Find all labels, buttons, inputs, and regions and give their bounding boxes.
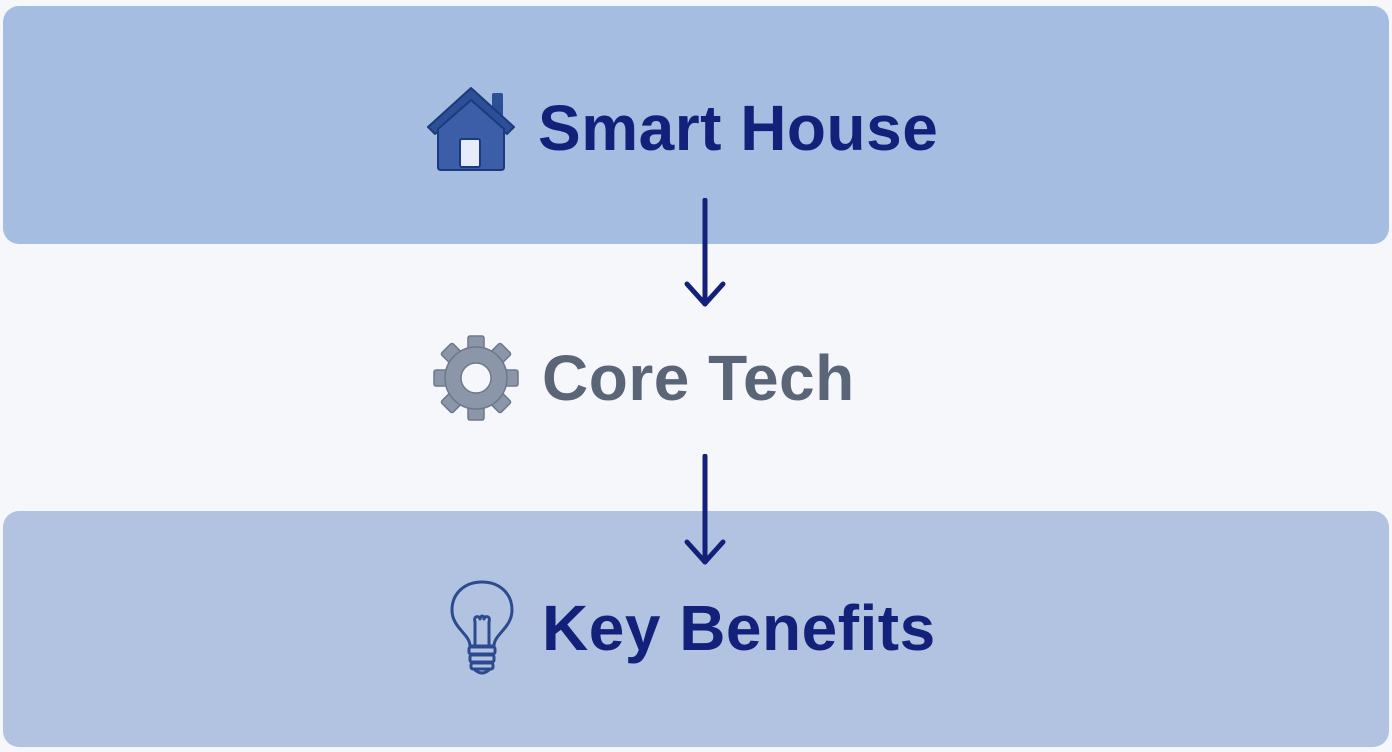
house-icon [427, 87, 515, 171]
node-label: Core Tech [542, 342, 855, 414]
node-core-tech: Core Tech [432, 328, 855, 428]
top-band [3, 6, 1389, 244]
lightbulb-icon [450, 580, 514, 675]
gear-icon [433, 335, 519, 421]
node-label: Key Benefits [542, 592, 936, 664]
node-smart-house: Smart House [422, 78, 938, 178]
arrow-down-connector [684, 454, 726, 565]
node-label: Smart House [538, 92, 939, 164]
arrow-down-connector [684, 198, 726, 307]
node-key-benefits: Key Benefits [446, 578, 936, 678]
